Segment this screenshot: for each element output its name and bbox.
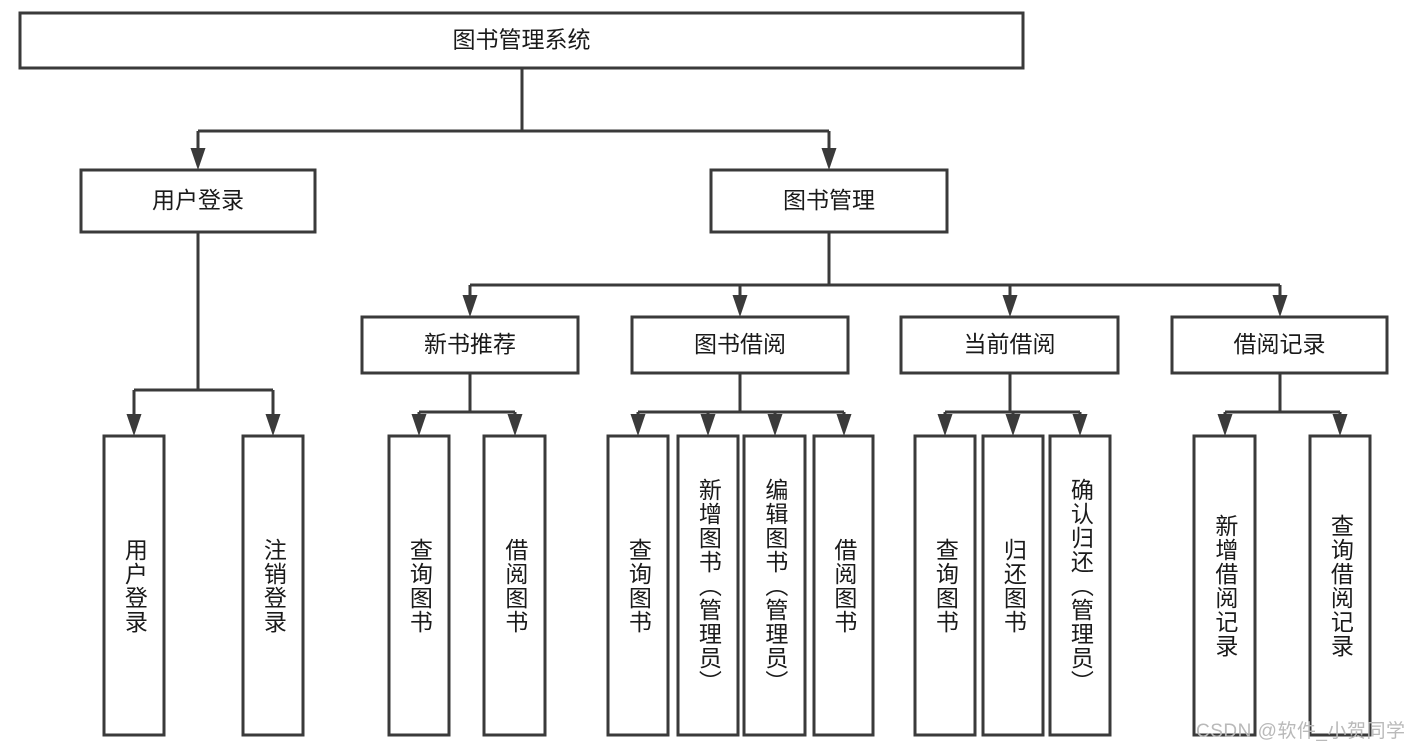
edge-arrow-leaf-query-book-1 <box>411 414 427 436</box>
edge-arrow-current-borrow <box>1002 295 1018 317</box>
node-label: 当前借阅 <box>964 331 1056 357</box>
node-label: 图书管理 <box>783 187 875 213</box>
node-box-leaf-query-book-3[interactable] <box>913 434 977 737</box>
node-box-layer <box>18 11 1389 737</box>
csdn-watermark: CSDN @软件_小贺同学 <box>1196 721 1405 742</box>
edge-arrow-leaf-borrow-book-2 <box>836 414 852 436</box>
node-box-leaf-query-book-2[interactable] <box>606 434 670 737</box>
connector-layer <box>126 68 1348 436</box>
edge-arrow-leaf-query-book-3 <box>937 414 953 436</box>
node-box-leaf-logout[interactable] <box>241 434 305 737</box>
edge-arrow-new-book-recommend <box>462 295 478 317</box>
edge-arrow-leaf-logout <box>265 414 281 436</box>
node-label: 图书管理系统 <box>453 27 591 53</box>
node-box-leaf-query-record[interactable] <box>1308 434 1372 737</box>
node-box-book-manage[interactable] <box>709 168 949 234</box>
node-box-leaf-add-book[interactable] <box>676 434 740 737</box>
node-box-leaf-user-login[interactable] <box>102 434 166 737</box>
edge-arrow-book-borrow <box>732 295 748 317</box>
node-box-root[interactable] <box>18 11 1025 70</box>
node-box-borrow-record[interactable] <box>1170 315 1389 375</box>
edge-arrow-book-manage <box>821 148 837 170</box>
node-box-leaf-borrow-book-1[interactable] <box>482 434 547 737</box>
edge-arrow-leaf-query-record <box>1332 414 1348 436</box>
node-box-leaf-add-record[interactable] <box>1192 434 1257 737</box>
edge-arrow-leaf-edit-book <box>767 414 783 436</box>
node-label: 用户登录 <box>152 187 244 213</box>
edge-arrow-user-login <box>190 148 206 170</box>
node-label: 图书借阅 <box>694 331 786 357</box>
node-box-leaf-confirm-return[interactable] <box>1048 434 1112 737</box>
node-label: 借阅记录 <box>1234 331 1326 357</box>
edge-arrow-leaf-borrow-book-1 <box>507 414 523 436</box>
edge-arrow-leaf-return-book <box>1005 414 1021 436</box>
node-box-leaf-return-book[interactable] <box>981 434 1045 737</box>
node-box-leaf-borrow-book-2[interactable] <box>812 434 875 737</box>
edge-arrow-leaf-add-record <box>1217 414 1233 436</box>
edge-arrow-leaf-confirm-return <box>1072 414 1088 436</box>
node-box-leaf-edit-book[interactable] <box>742 434 807 737</box>
node-box-book-borrow[interactable] <box>630 315 850 375</box>
node-box-new-book-recommend[interactable] <box>360 315 580 375</box>
node-box-current-borrow[interactable] <box>899 315 1120 375</box>
edge-arrow-leaf-add-book <box>700 414 716 436</box>
node-box-user-login[interactable] <box>79 168 317 234</box>
edge-arrow-leaf-user-login <box>126 414 142 436</box>
edge-arrow-leaf-query-book-2 <box>630 414 646 436</box>
edge-arrow-borrow-record <box>1272 295 1288 317</box>
node-label: 新书推荐 <box>424 331 516 357</box>
node-box-leaf-query-book-1[interactable] <box>387 434 451 737</box>
